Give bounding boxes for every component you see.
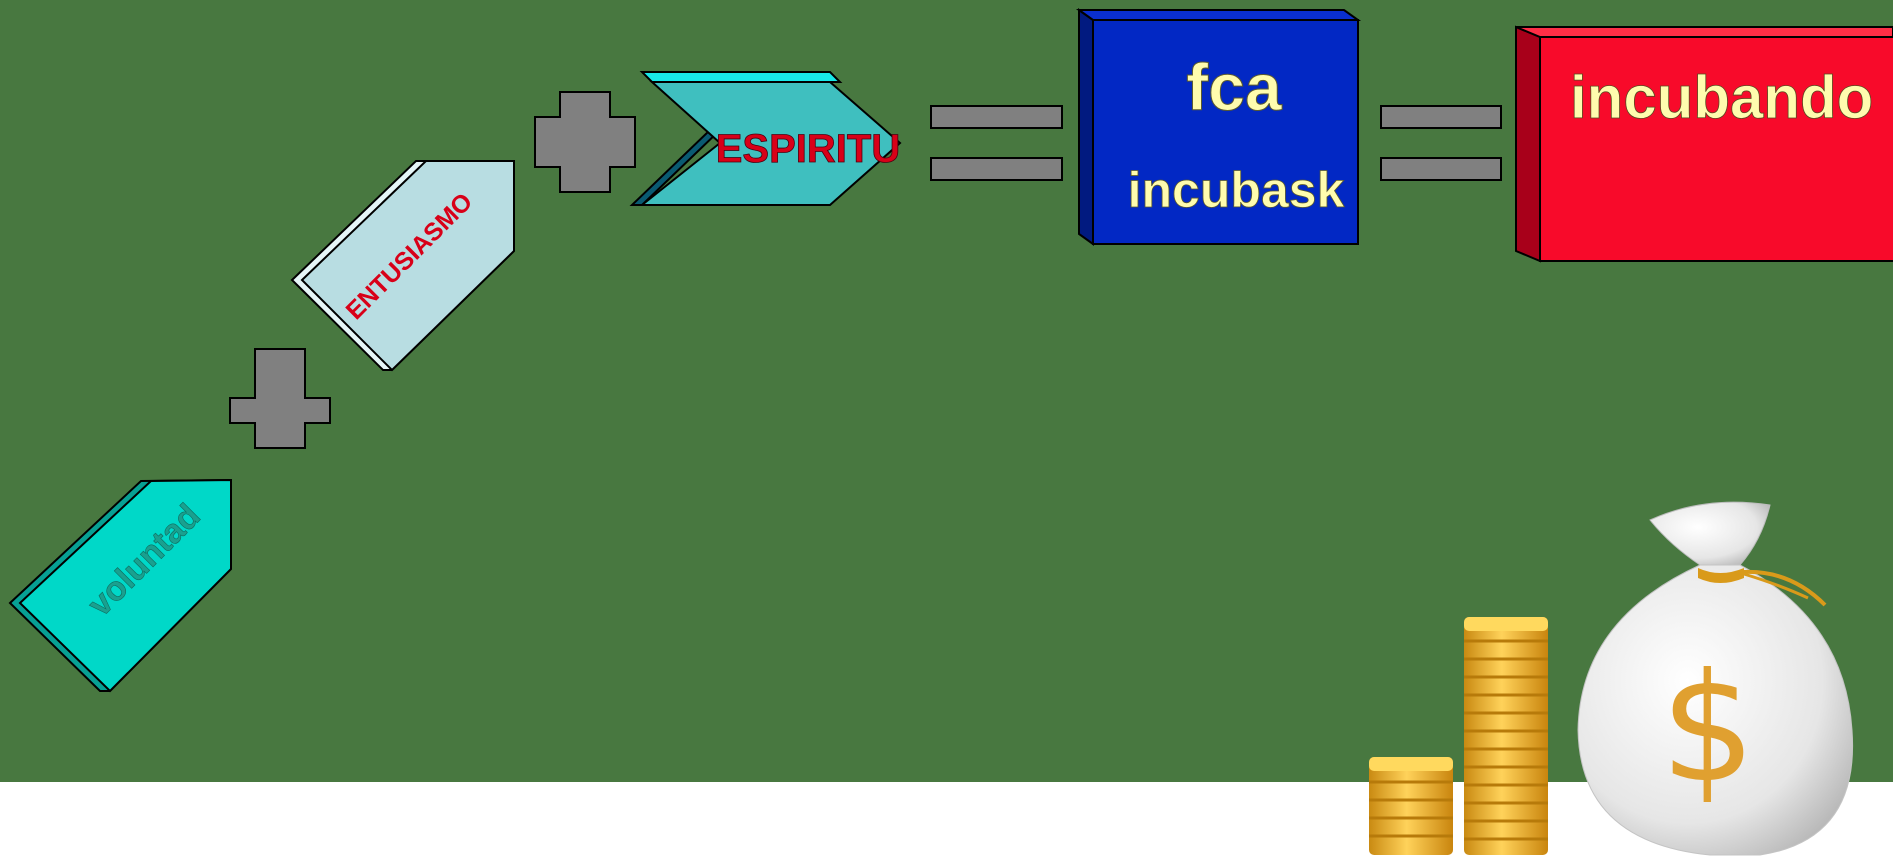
incubando-box: incubando [1515, 25, 1893, 263]
plus-icon [229, 348, 331, 449]
coin-stack-icon [1464, 617, 1548, 855]
fca-box: fca incubask [1075, 8, 1362, 246]
coin-stack-icon [1369, 757, 1453, 855]
fca-label: fca [1186, 50, 1283, 124]
incubando-label: incubando [1570, 64, 1873, 131]
incubask-label: incubask [1128, 162, 1345, 218]
equals-icon [1380, 105, 1502, 181]
bottom-band [0, 782, 1893, 863]
entusiasmo-shape: ENTUSIASMO [290, 160, 515, 372]
espiritu-label: ESPIRITU [716, 127, 900, 171]
voluntad-shape: voluntad [8, 478, 232, 693]
espiritu-shape: ESPIRITU [629, 71, 902, 206]
money-bag-icon: $ [1577, 501, 1854, 856]
dollar-sign-icon: $ [1660, 642, 1755, 816]
plus-icon [534, 91, 636, 193]
equals-icon [930, 105, 1063, 181]
